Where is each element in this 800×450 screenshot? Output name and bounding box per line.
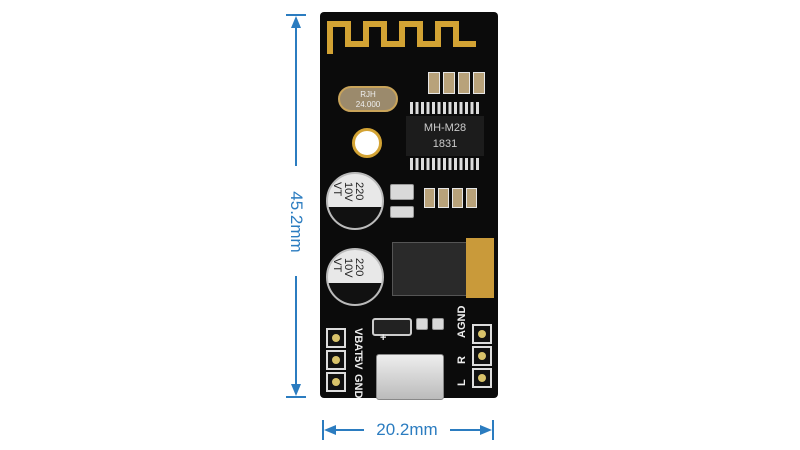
smd-resistor <box>452 188 463 208</box>
smd-resistor <box>473 72 485 94</box>
arrow-right-icon <box>480 425 492 435</box>
audio-jack-shield <box>466 238 494 298</box>
plus-mark: + <box>380 332 387 344</box>
label-l: L <box>456 379 468 386</box>
header-pin-agnd <box>472 324 492 344</box>
diode <box>372 318 412 336</box>
crystal-text-1: RJH <box>360 90 376 99</box>
capacitor-top: 220 10V VT <box>326 172 384 230</box>
smd-resistor <box>428 72 440 94</box>
header-pin-vbat <box>326 328 346 348</box>
dimension-tick-right <box>492 420 494 440</box>
height-label: 45.2mm <box>287 191 306 253</box>
arrow-left-icon <box>324 425 336 435</box>
micro-usb-port[interactable] <box>376 354 444 400</box>
smd-component <box>390 184 414 200</box>
label-r: R <box>456 356 468 364</box>
width-label: 20.2mm <box>376 420 438 439</box>
header-pin-5v <box>326 350 346 370</box>
dimension-tick-left <box>322 420 324 440</box>
smd-component <box>432 318 444 330</box>
header-pin-l <box>472 368 492 388</box>
capacitor-label: 220 10V VT <box>331 182 365 202</box>
bluetooth-audio-board: RJH 24.000 MH-M28 1831 220 10V VT 220 10… <box>320 12 498 400</box>
capacitor-label: 220 10V VT <box>331 258 365 278</box>
smd-component <box>416 318 428 330</box>
chip-date: 1831 <box>432 138 458 150</box>
label-agnd: AGND <box>456 305 468 338</box>
dimension-line-right <box>450 429 482 431</box>
smd-resistor <box>466 188 477 208</box>
crystal-text-2: 24.000 <box>355 100 381 109</box>
mounting-hole <box>352 128 382 158</box>
capacitor-bottom: 220 10V VT <box>326 248 384 306</box>
width-dimension: 20.2mm <box>322 420 494 440</box>
ic-chip: MH-M28 1831 <box>406 116 484 156</box>
label-gnd: GND <box>352 374 364 399</box>
label-5v: 5V <box>352 356 364 370</box>
smd-resistor <box>438 188 449 208</box>
smd-resistor <box>443 72 455 94</box>
smd-component <box>390 206 414 218</box>
chip-model: MH-M28 <box>423 122 467 134</box>
chip-pins-top <box>410 102 480 114</box>
header-pin-r <box>472 346 492 366</box>
chip-pins-bottom <box>410 158 480 170</box>
arrow-up-icon <box>291 16 301 28</box>
height-dimension: 45.2mm <box>286 14 306 398</box>
smd-resistor <box>424 188 435 208</box>
crystal-oscillator: RJH 24.000 <box>338 86 398 112</box>
audio-jack <box>392 242 474 296</box>
smd-resistor <box>458 72 470 94</box>
dimension-tick-bottom <box>286 396 306 398</box>
arrow-down-icon <box>291 384 301 396</box>
dimension-tick-top <box>286 14 306 16</box>
antenna-trace <box>327 21 476 54</box>
dimension-line-upper <box>295 26 297 166</box>
label-vbat: VBAT <box>352 328 364 358</box>
dimension-line-left <box>334 429 364 431</box>
header-pin-gnd <box>326 372 346 392</box>
dimension-line-lower <box>295 276 297 384</box>
